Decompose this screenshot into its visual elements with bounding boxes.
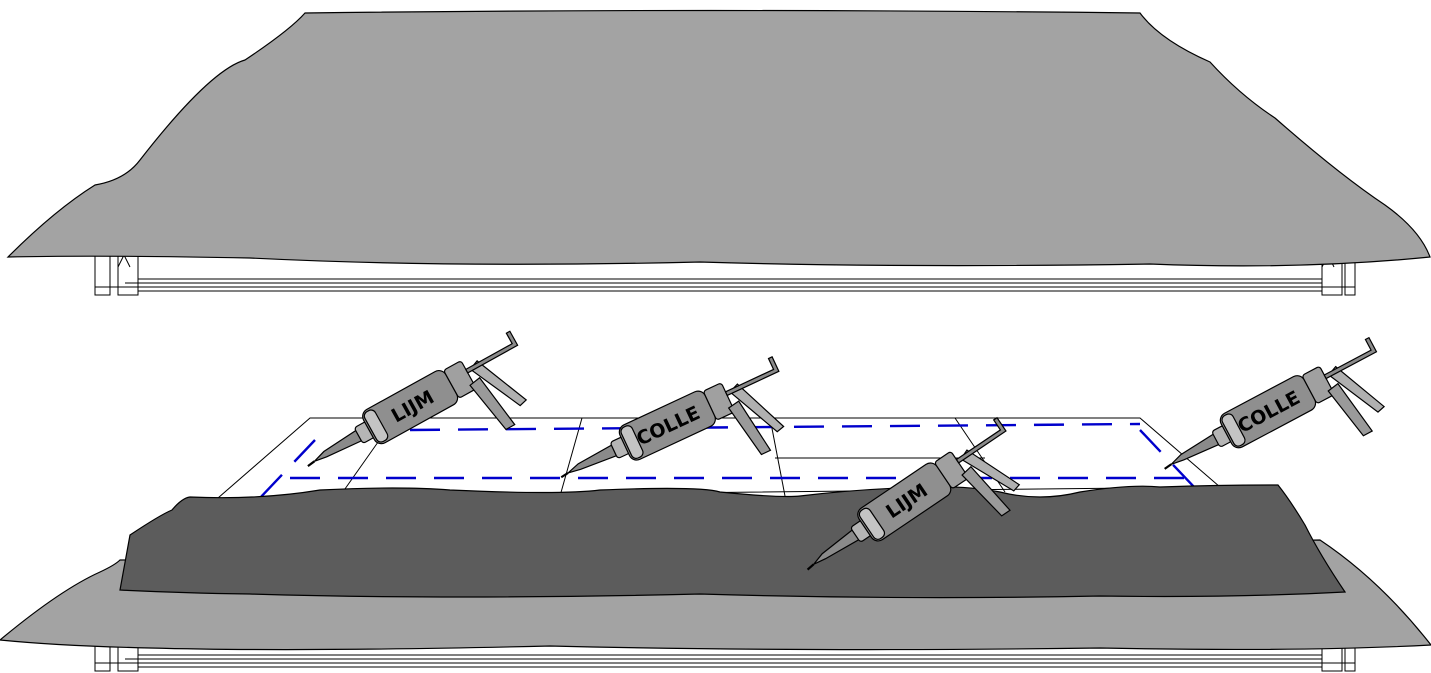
membrane-sheet-top (8, 11, 1430, 266)
membrane-sheet-folded (120, 485, 1345, 598)
